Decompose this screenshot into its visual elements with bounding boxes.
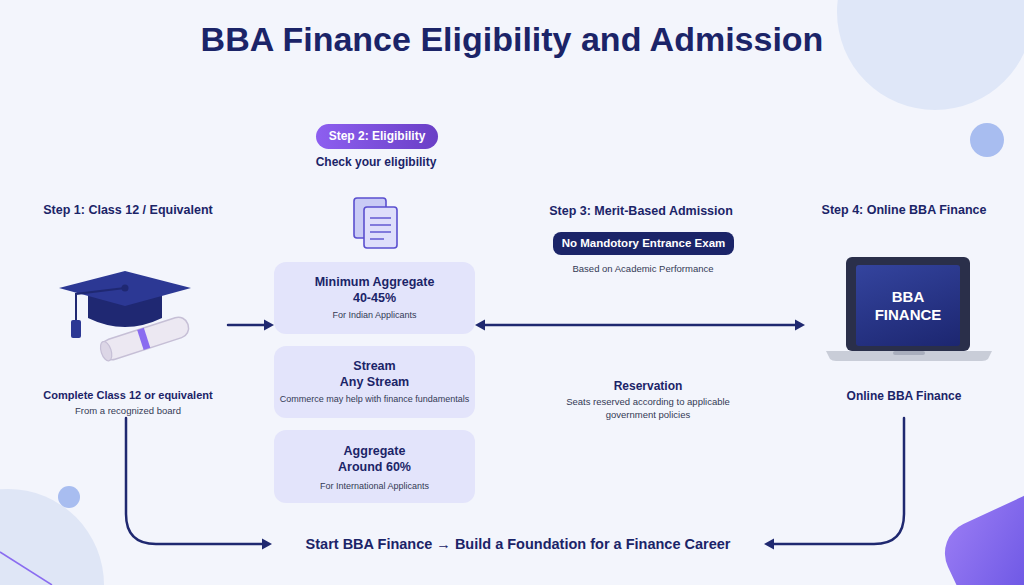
cap-tassel-cord [76,288,125,322]
connector-line [126,418,264,544]
step-group: Step 4: Online BBA FinanceOnline BBA Fin… [805,203,1003,418]
criteria-note: For Indian Applicants [277,310,472,321]
cap-board [59,271,191,306]
note-text: Seats reserved according to applicable g… [559,395,737,421]
step-caption: Online BBA Finance [847,389,962,404]
laptop-bezel [846,257,970,351]
page-line [370,231,391,232]
page-line [370,238,384,239]
section-heading: Reservation [614,379,683,394]
page-front [364,207,397,248]
step-pill: Step 2: Eligibility [316,124,438,149]
decor-line [0,552,52,585]
criteria-value: 40-45% [353,291,396,307]
screen-text: BBA FINANCE [868,288,948,324]
criteria-value: Any Stream [340,375,409,391]
criteria-box: Minimum Aggregate40-45% For Indian Applic… [274,262,475,334]
diagram-title: BBA Finance Eligibility and Admission [0,20,1024,59]
criteria-value: Around 60% [338,460,411,476]
diploma-end [98,340,114,362]
connector-arrow [126,418,272,550]
step-subtitle: Check your eligibility [316,155,437,170]
arrow-head [262,539,272,550]
outcome-text: Start BBA Finance → Build a Foundation f… [306,535,731,553]
corner-blob [0,489,104,585]
badge-pill: No Mandotory Entrance Exam [553,232,734,255]
criteria-box: StreamAny StreamCommerce may help with f… [274,346,475,418]
cap-button [122,285,129,292]
step-group: Step 1: Class 12 / EquivalentComplete Cl… [28,203,228,418]
decor-dot [58,486,80,508]
document-icon [340,190,410,256]
criteria-heading: Stream [353,359,395,375]
connector-arrow [475,320,805,331]
outcome-box: Start BBA Finance → Build a Foundation f… [272,533,764,555]
arrow-head [475,320,485,331]
arrow-head [264,320,274,331]
step-heading: Step 4: Online BBA Finance [822,203,987,219]
corner-shape [934,483,1024,585]
criteria-box: AggregateAround 60% For International App… [274,430,475,503]
note-text: From a recognized board [75,405,181,417]
pill-text: Step 2: Eligibility [329,124,426,149]
note-text: Based on Academic Performance [573,263,714,275]
criteria-heading: Aggregate [344,444,406,460]
cap-tassel [71,320,81,338]
criteria-heading: Minimum Aggregate [315,275,435,291]
connector-line [772,418,904,544]
pill-text: No Mandotory Entrance Exam [562,232,726,255]
laptop-screen: BBA FINANCE [856,265,960,346]
page-line [370,224,391,225]
criteria-note: Commerce may help with finance fundament… [277,394,472,405]
step-caption: Complete Class 12 or equivalent [43,389,212,403]
connector-line [483,324,797,327]
diploma-ribbon [137,328,150,350]
laptop-base [826,351,992,361]
arrow-head [764,539,774,550]
criteria-note: For International Applicants [277,481,472,492]
connector-line [228,324,266,327]
corner-blob [837,0,1024,110]
connector-arrow [764,418,904,550]
page-line [370,217,391,218]
connector-arrow [228,320,274,331]
arrow-head [795,320,805,331]
graduation-illustration [0,0,260,400]
step-heading: Step 3: Merit-Based Admission [549,204,733,220]
decor-dot [970,123,1004,157]
laptop-notch [893,351,925,355]
step-heading: Step 1: Class 12 / Equivalent [43,203,213,219]
